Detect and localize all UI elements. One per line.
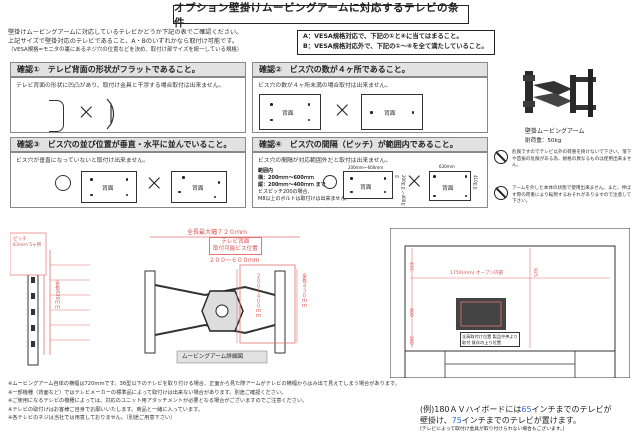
back-label: 背面 — [442, 186, 454, 192]
footer-note-1: ※ムービングアーム自体の横幅は720mmです。36型以下のテレビを取り付ける場合… — [8, 381, 400, 387]
moving-arm-detail-diagram: 全長最大幅７２０ｍｍ テレビ背面 取付可能ビス位置 ２００～６００ｍｍ ２００～… — [125, 225, 325, 375]
left-length-label: 全長430ｍｍ — [54, 280, 60, 310]
check-3-desc: ビス穴が垂直になっていないと取付け出来ません。 — [16, 158, 149, 164]
back-label: 背面 — [384, 111, 396, 117]
dim-400: 400 — [408, 308, 413, 317]
circle-mark — [323, 175, 337, 189]
cross-mark: × — [333, 98, 352, 123]
out-of-range-back: 背面 — [429, 171, 471, 201]
conditions-box: A：VESA規格対応で、下記の①と④に当てはまること。 B：VESA規格対応外で… — [297, 30, 495, 55]
flat-tv-side-icon — [49, 100, 64, 132]
check-2-header: 確認② ビス穴の数が４ヶ所であること。 — [252, 62, 488, 77]
curved-tv-side-icon — [105, 98, 115, 130]
intro-line-3: （VESA規格=モニタの裏にあるネジ穴の位置などを決め、取付け部サイズを統一して… — [8, 47, 243, 53]
dim-435: 435 — [408, 262, 413, 271]
mount-note: 全高取付け位置 製品中央より取付 既存の上り位置 — [460, 332, 520, 347]
condition-b: B：VESA規格対応外で、下記の①～④を全て満たしていること。 — [303, 43, 488, 50]
back-label: 背面 — [192, 186, 204, 192]
caution-1: 危険ですのでテレビ以外の荷重を掛けないで下さい。落下や首振の危険がある為、規格の… — [512, 150, 632, 168]
cross-mark: × — [405, 169, 424, 194]
max-width-label: 全長最大幅７２０ｍｍ — [187, 229, 248, 236]
aligned-holes-back: 背面 — [81, 171, 137, 203]
line1-post: インチまでのテレビが — [531, 405, 612, 414]
check-1-body: テレビ背面の形状に凹凸があり、取付け金具と干渉する場合取付は出来ません。 × — [10, 77, 246, 133]
diagram-caption: ムービングアーム詳細図 — [182, 354, 244, 360]
dim-height-big: 410ｍｍ — [473, 175, 478, 191]
prohibited-icon — [494, 150, 508, 164]
line1-pre: (例)180ＡＶハイボードには — [420, 405, 522, 414]
bracket-detail-diagram: ビッチ 63mm 5ヶ所 全長430ｍｍ — [9, 225, 100, 375]
check-2-body: ビス穴の数が４ヶ所未満の場合取付は出来ません。 背面 × 背面 — [252, 77, 488, 133]
prohibited-icon — [494, 186, 508, 200]
in-range-back: 背面 — [343, 171, 393, 199]
intro-line-1: 壁掛けムービングアームに対応しているテレビかどうか下記の表でご確認ください。 — [8, 29, 243, 36]
page-title: オプション壁掛けムービングアームに対応するテレビの条件 — [173, 2, 469, 29]
product-name: 壁掛ムービングアーム — [525, 128, 585, 135]
line2-post: インチまでのテレビが置けます。 — [461, 416, 581, 425]
moving-arm-product-image — [520, 63, 600, 121]
check-4-body: ビス穴の間隔が対応範囲外だと取付は出来ません。 範囲内 横：200ｍｍ～600ｍ… — [252, 152, 488, 208]
bottom-note-line-3: (テレビによって取付け金具が取り付けられない場合もございます。) — [420, 427, 565, 432]
check-4-header: 確認④ ビス穴の間隔（ピッチ）が範囲内であること。 — [252, 137, 488, 152]
footer-note-4: ※テレビの取付けはお客様ご自身でお願いいたします。商品と一緒に入っています。 — [8, 406, 203, 413]
intro-line-2: 上記サイズで壁掛対応のテレビであること、A・Bのいずれかなら取付け可能です。 — [8, 38, 239, 45]
dim-width-small: 200ｍｍ～600ｍｍ — [348, 165, 384, 170]
check-3-header: 確認③ ビス穴の並び位置が垂直・水平に並んでいること。 — [10, 137, 246, 152]
pitch-label: ビッチ 63mm 5ヶ所 — [13, 237, 42, 248]
back-label: 背面 — [102, 186, 114, 192]
screw-range-text: 取付可能ビス位置 — [213, 246, 258, 252]
range-height-label: ２００～４００ｍｍ — [255, 273, 261, 318]
product-weight: 耐荷重：50kg — [525, 138, 562, 144]
dim-280: 280 — [408, 336, 413, 345]
condition-a: A：VESA規格対応で、下記の①と④に当てはまること。 — [303, 33, 463, 40]
check-1-header: 確認① テレビ背面の形状がフラットであること。 — [10, 62, 246, 77]
range-info: 範囲内 横：200ｍｍ～600ｍｍ 縦：200ｍｍ～400ｍｍ まで ビスピッチ… — [258, 168, 350, 203]
tv-back-text: テレビ背面 — [221, 239, 250, 245]
furniture-diagram: 1750(ｍｍ) オープン内部 435 925 400 280 全高取付け位置 … — [389, 227, 631, 379]
inch-75: 75 — [451, 416, 462, 425]
misaligned-holes-back: 背面 — [171, 171, 227, 203]
range-title: 範囲内 — [258, 168, 274, 174]
cross-mark: × — [145, 171, 164, 196]
back-label: 背面 — [282, 111, 294, 117]
cross-mark: × — [77, 100, 96, 125]
screw-note: ビスピッチ200の場合、 — [258, 189, 313, 195]
bottom-note-line-1: (例)180ＡＶハイボードには65インチまでのテレビが — [420, 404, 630, 415]
bottom-note-line-2: 壁掛け、75インチまでのテレビが置けます。 — [420, 415, 630, 426]
circle-mark — [55, 175, 71, 191]
caution-2: アームを外した本体の状態で使用出来ません。また、伸ばす際の荷重により転倒するおそ… — [512, 186, 632, 204]
check-1-desc: テレビ背面の形状に凹凸があり、取付け金具と干渉する場合取付は出来ません。 — [16, 83, 225, 89]
screw-note-2: M8以上のボルトは取付けは出来ません。 — [258, 196, 351, 202]
tv-back-label: テレビ背面 取付可能ビス位置 — [209, 237, 262, 255]
dim-height-small: 200ｍｍ～400ｍｍ — [395, 175, 406, 207]
footer-note-3: ※ご使用になるテレビの機種によっては、対応のユニット用アタッチメントが必要となる… — [8, 398, 308, 404]
back-label: 背面 — [360, 185, 372, 191]
footer-note-5: ※各テレビのネジは当社では用意しておりません。（別途ご用意下さい） — [8, 415, 176, 421]
bottom-note: (例)180ＡＶハイボードには65インチまでのテレビが 壁掛け、75インチまでの… — [420, 404, 630, 433]
check-3-body: ビス穴が垂直になっていないと取付け出来ません。 背面 × 背面 — [10, 152, 246, 208]
range-width: 横：200ｍｍ～600ｍｍ — [258, 175, 314, 181]
dim-width-big: 630ｍｍ — [439, 164, 455, 169]
footer-note-2: ※一部機種（背面など）ではテレビメーカーの標準品によって取付けは出来ない場合があ… — [8, 389, 287, 396]
two-holes-back: 背面 — [361, 94, 423, 130]
range-width-label: ２００～６００ｍｍ — [209, 258, 260, 264]
footer-notes: ※ムービングアーム自体の横幅は720mmです。36型以下のテレビを取り付ける場合… — [8, 380, 400, 423]
dim-1750: 1750(ｍｍ) オープン内部 — [450, 271, 504, 276]
total-height-label: 全長４３０ｍｍ — [301, 273, 307, 308]
check-4-desc: ビス穴の間隔が対応範囲外だと取付は出来ません。 — [258, 158, 392, 164]
check-2-desc: ビス穴の数が４ヶ所未満の場合取付は出来ません。 — [258, 83, 392, 89]
four-holes-back: 背面 — [259, 94, 321, 130]
line2-pre: 壁掛け、 — [420, 416, 452, 425]
inch-65: 65 — [521, 405, 532, 414]
range-height: 縦：200ｍｍ～400ｍｍ まで — [258, 182, 326, 188]
dim-1420: 925 — [532, 268, 537, 277]
